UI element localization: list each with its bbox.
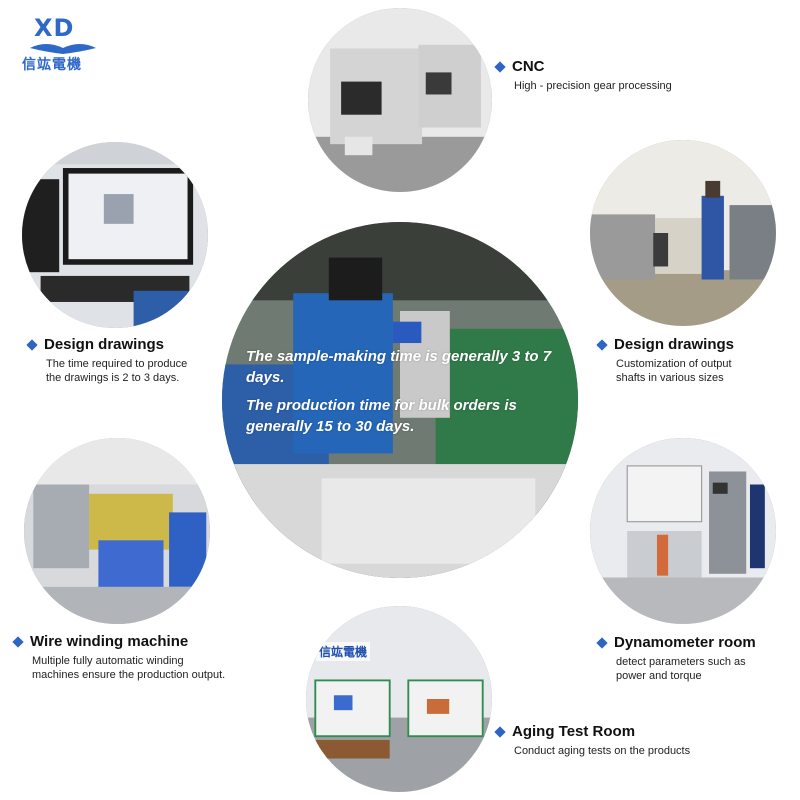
aging-title: Aging Test Room: [512, 723, 636, 740]
design-left-caption: Design drawings The time required to pro…: [26, 336, 188, 385]
wire-winding-photo: [24, 438, 210, 624]
diamond-bullet-icon: [494, 725, 506, 738]
logo-wing-icon: [30, 44, 96, 54]
diamond-bullet-icon: [26, 338, 38, 351]
dyno-title: Dynamometer room: [614, 634, 756, 651]
dynamometer-photo: [590, 438, 776, 624]
bulk-time-text: The production time for bulk orders is g…: [246, 397, 517, 435]
aging-photo-sign: 信竑電機: [316, 642, 371, 661]
cnc-desc-line: High - precision gear processing: [514, 80, 672, 92]
aging-desc-line: Conduct aging tests on the products: [514, 745, 691, 757]
dyno-desc-line: detect parameters such as: [616, 656, 746, 668]
workshop-photo: [590, 140, 776, 326]
dyno-caption: Dynamometer room detect parameters such …: [596, 634, 756, 683]
aging-caption: Aging Test Room Conduct aging tests on t…: [494, 723, 691, 758]
cnc-title: CNC: [512, 58, 545, 75]
logo-name: 信竑電機: [22, 57, 82, 73]
design-right-desc-line: Customization of output: [616, 358, 732, 370]
winding-desc-line: Multiple fully automatic winding: [32, 655, 184, 667]
diamond-bullet-icon: [596, 338, 608, 351]
cnc-caption: CNC High - precision gear processing: [494, 58, 672, 93]
design-right-caption: Design drawings Customization of output …: [596, 336, 735, 385]
winding-title: Wire winding machine: [30, 633, 189, 650]
production-time-text: The sample-making time is generally 3 to…: [246, 346, 576, 444]
diamond-bullet-icon: [494, 60, 506, 73]
design-right-desc-line: shafts in various sizes: [616, 372, 724, 384]
sample-time-text: The sample-making time is generally 3 to…: [246, 348, 552, 386]
design-left-title: Design drawings: [44, 336, 165, 353]
winding-desc-line: machines ensure the production output.: [32, 669, 226, 681]
aging-test-photo: 信竑電機: [306, 606, 492, 792]
company-logo: XD 信竑電機: [22, 14, 102, 74]
dyno-desc-line: power and torque: [616, 670, 702, 682]
diamond-bullet-icon: [12, 635, 24, 648]
cnc-photo: [308, 8, 492, 192]
winding-caption: Wire winding machine Multiple fully auto…: [12, 633, 226, 682]
logo-mark: XD: [34, 14, 75, 42]
design-computer-photo: [22, 142, 208, 328]
design-left-desc-line: the drawings is 2 to 3 days.: [46, 372, 180, 384]
diamond-bullet-icon: [596, 636, 608, 649]
design-left-desc-line: The time required to produce: [46, 358, 188, 370]
design-right-title: Design drawings: [614, 336, 735, 353]
